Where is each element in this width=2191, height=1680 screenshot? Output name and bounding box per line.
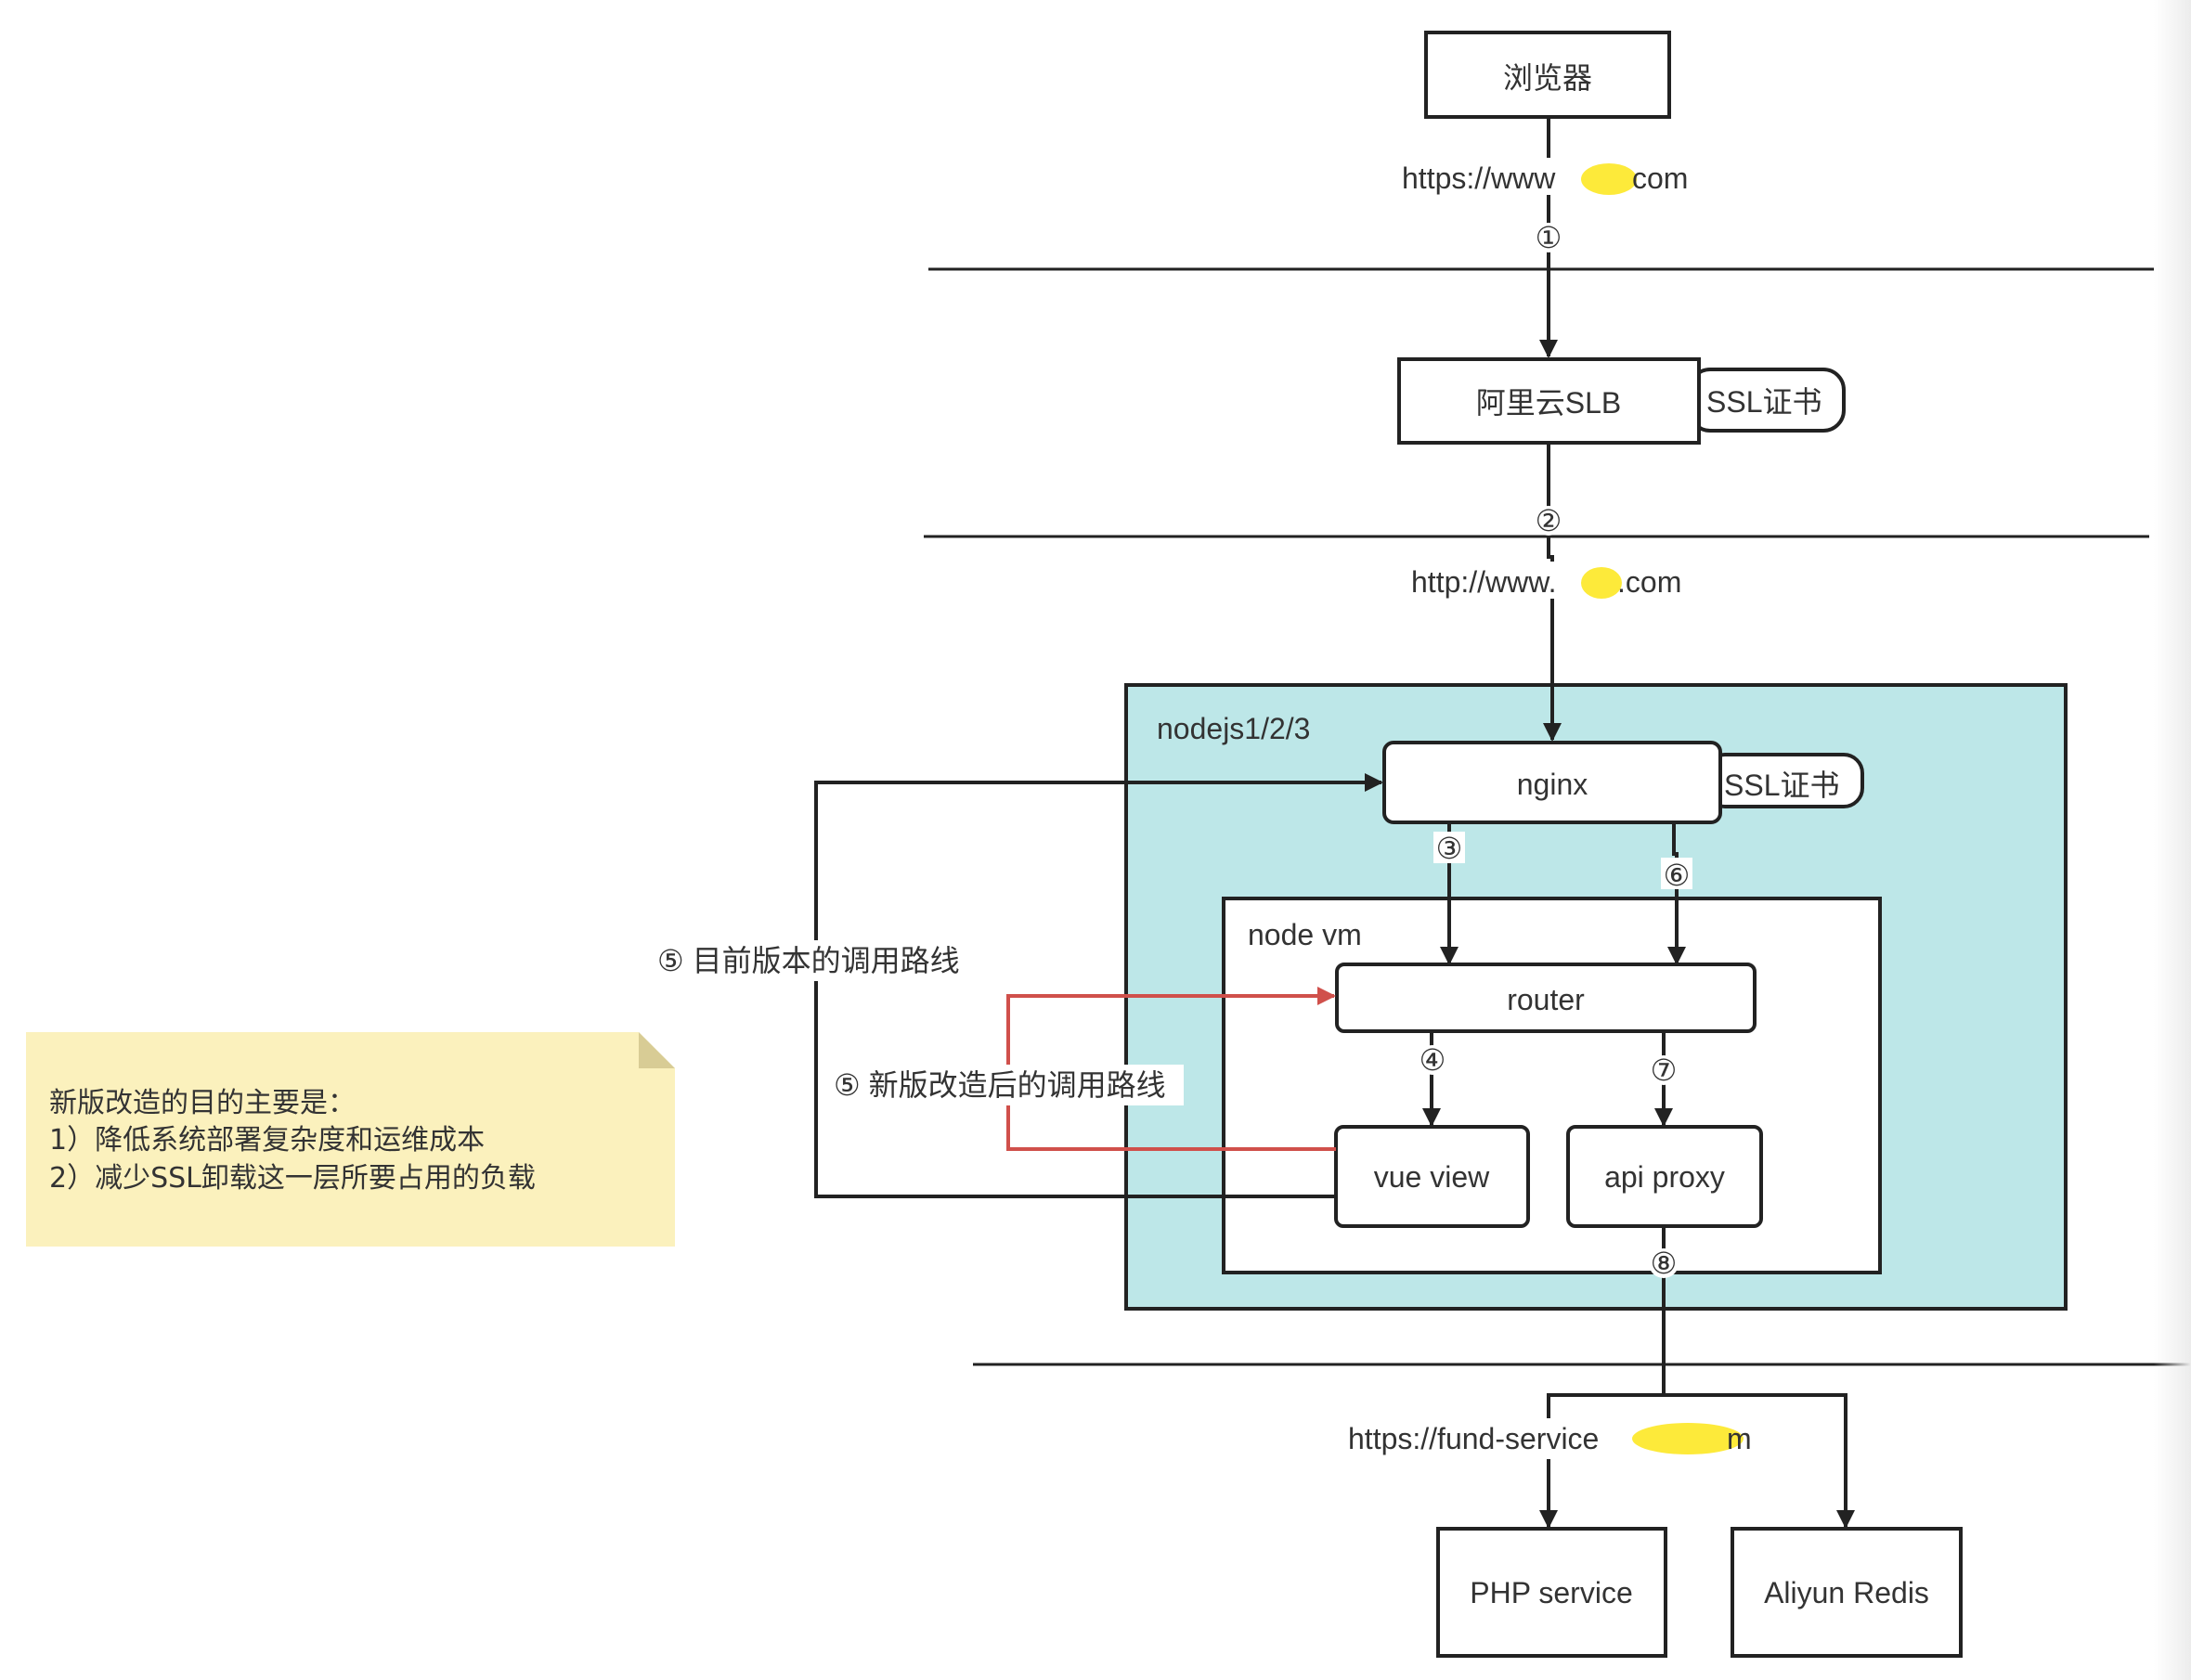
vue-view-node bbox=[1334, 1125, 1530, 1228]
note-line-3: 2）减少SSL卸载这一层所要占用的负载 bbox=[49, 1162, 536, 1195]
router-node-label: router bbox=[1507, 983, 1585, 1016]
slb-ssl-label: SSL证书 bbox=[1706, 385, 1822, 419]
step-1: ① bbox=[1536, 221, 1562, 254]
php-service-node-label: PHP service bbox=[1470, 1576, 1632, 1609]
redis-node bbox=[1731, 1527, 1963, 1658]
step-8: ⑧ bbox=[1651, 1247, 1678, 1280]
node-vm-container bbox=[1222, 897, 1882, 1274]
redis-node-label: Aliyun Redis bbox=[1764, 1576, 1929, 1609]
nginx-node bbox=[1382, 741, 1722, 824]
http-url-prefix: http://www. bbox=[1411, 565, 1557, 599]
redaction-mark-2 bbox=[1581, 567, 1622, 599]
vue-view-node-label: vue view bbox=[1374, 1160, 1490, 1194]
step-3: ③ bbox=[1436, 832, 1463, 865]
step-2: ② bbox=[1536, 504, 1562, 537]
https-url-suffix: com bbox=[1632, 162, 1688, 195]
connector-slb-nginx bbox=[1543, 443, 1562, 742]
current-route-path bbox=[814, 773, 1383, 1198]
sticky-note bbox=[26, 1032, 675, 1247]
note-line-2: 1）降低系统部署复杂度和运维成本 bbox=[49, 1124, 485, 1157]
nodejs-container-label: nodejs1/2/3 bbox=[1157, 712, 1310, 745]
connector-to-redis bbox=[1664, 1393, 1855, 1529]
note-line-1: 新版改造的目的主要是： bbox=[49, 1087, 356, 1119]
router-node bbox=[1335, 963, 1757, 1033]
fund-url-prefix: https://fund-service bbox=[1348, 1422, 1599, 1455]
php-service-node bbox=[1436, 1527, 1667, 1658]
node-vm-container-label: node vm bbox=[1248, 918, 1362, 951]
sticky-note-fold bbox=[639, 1032, 675, 1068]
nginx-ssl-label: SSL证书 bbox=[1724, 769, 1840, 802]
redaction-mark-3 bbox=[1632, 1423, 1744, 1454]
step-6: ⑥ bbox=[1664, 859, 1691, 892]
current-route-label: ⑤ 目前版本的调用路线 bbox=[657, 944, 960, 977]
fund-url-suffix: m bbox=[1727, 1422, 1752, 1455]
step-7: ⑦ bbox=[1651, 1053, 1678, 1087]
http-url-suffix: .com bbox=[1617, 565, 1681, 599]
https-url-prefix: https://www bbox=[1402, 162, 1556, 195]
nginx-node-label: nginx bbox=[1517, 768, 1588, 801]
redaction-mark-1 bbox=[1581, 163, 1637, 195]
page-edge-shadow bbox=[2154, 0, 2191, 1680]
connector-to-php bbox=[1539, 1393, 1664, 1529]
slb-node-label: 阿里云SLB bbox=[1476, 386, 1622, 420]
api-proxy-node-label: api proxy bbox=[1604, 1160, 1725, 1194]
browser-node-label: 浏览器 bbox=[1503, 61, 1592, 95]
connector-nginx-router-6 bbox=[1667, 822, 1686, 965]
new-route-label: ⑤ 新版改造后的调用路线 bbox=[834, 1068, 1166, 1102]
step-4: ④ bbox=[1420, 1043, 1446, 1077]
browser-node bbox=[1424, 31, 1671, 119]
